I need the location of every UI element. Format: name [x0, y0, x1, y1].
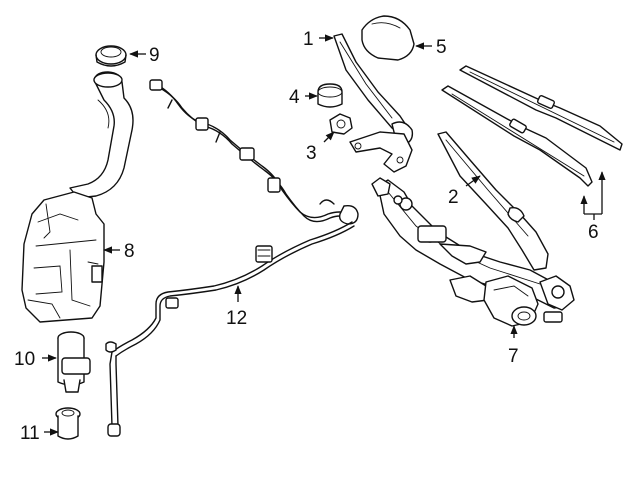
filler-cap-ring	[95, 45, 127, 67]
callout-3: 3	[306, 143, 317, 164]
callout-11: 11	[20, 423, 40, 444]
nut-cover	[317, 83, 343, 108]
leader-2	[465, 175, 481, 187]
wiper-blades	[441, 65, 623, 187]
pivot-nut	[329, 113, 353, 135]
leader-lines	[42, 34, 606, 436]
callout-6: 6	[588, 222, 599, 243]
washer-pump	[57, 331, 91, 393]
callout-4: 4	[289, 87, 300, 108]
washer-hose-harness	[105, 79, 359, 437]
callout-labels: 1 2 3 4 5 6 7 8 9 10 11 12	[14, 29, 599, 444]
callout-2: 2	[448, 187, 459, 208]
callout-10: 10	[14, 349, 35, 370]
leader-6	[580, 171, 606, 220]
callout-12: 12	[226, 308, 247, 329]
callout-7: 7	[508, 346, 519, 367]
callout-1: 1	[303, 29, 314, 50]
leader-3	[323, 131, 335, 143]
arm-bracket	[349, 131, 413, 173]
washer-reservoir	[21, 71, 134, 323]
callout-5: 5	[436, 37, 447, 58]
pump-grommet	[55, 407, 81, 440]
callout-9: 9	[149, 45, 160, 66]
pivot-cap	[361, 15, 415, 61]
wiper-arm-rear	[437, 131, 549, 271]
callout-8: 8	[124, 241, 135, 262]
wiper-linkage-motor	[371, 177, 575, 327]
